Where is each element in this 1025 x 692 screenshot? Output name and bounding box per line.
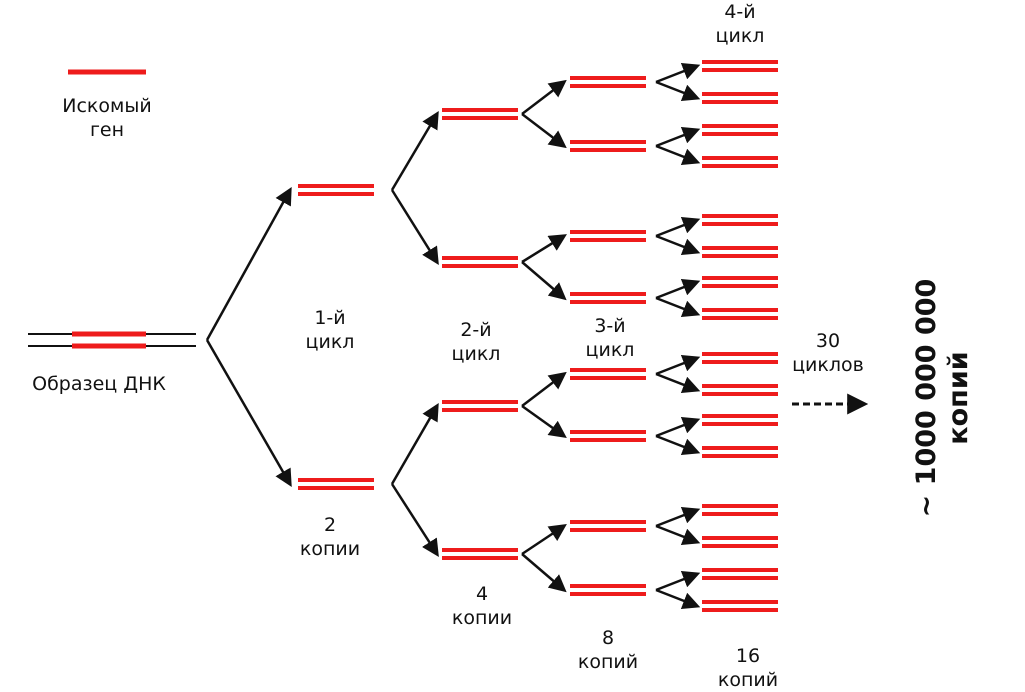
- cycle-3-arrow: [521, 261, 567, 301]
- extrapolation-label: 30 циклов: [792, 330, 864, 376]
- cycle-4-arrow: [655, 588, 701, 610]
- cycle-3-copy: [570, 230, 646, 242]
- cycle-3-arrow: [521, 79, 567, 115]
- cycle-4-copy: [702, 214, 778, 226]
- cycle-3-title: 3-й цикл: [585, 315, 635, 361]
- cycle-4-arrow: [655, 524, 701, 546]
- cycle-4-copy: [702, 352, 778, 364]
- total-copies-label: ~ 1000 000 000 копий: [911, 278, 974, 518]
- cycle-3-arrow: [521, 113, 567, 149]
- cycle-3-copy: [570, 584, 646, 596]
- sample-dna-label: Образец ДНК: [32, 373, 166, 395]
- legend-label: Искомый ген: [62, 95, 152, 141]
- cycle-4-copy: [702, 384, 778, 396]
- cycle-1-title: 1-й цикл: [305, 307, 355, 353]
- cycle-4-copy: [702, 504, 778, 516]
- cycle-3-copy: [570, 140, 646, 152]
- cycle-4-title: 4-й цикл: [715, 1, 765, 47]
- cycle-4-arrow: [655, 278, 701, 300]
- cycle-3-arrow: [521, 234, 567, 264]
- cycle-4-arrow: [655, 126, 701, 148]
- cycle-4-arrow: [655, 434, 701, 456]
- cycle-4-arrow: [655, 216, 701, 238]
- cycle-1-arrow: [205, 339, 292, 488]
- cycle-4-arrow: [655, 354, 701, 376]
- cycle-2-arrow: [390, 402, 439, 485]
- cycle-1-arrow: [205, 186, 292, 341]
- cycle-3-arrow: [521, 404, 567, 439]
- cycle-2-copies: 4 копии: [451, 583, 513, 629]
- cycle-4-copy: [702, 414, 778, 426]
- cycle-4-arrow: [655, 296, 701, 318]
- cycle-4-copy: [702, 308, 778, 320]
- cycle-3-copy: [570, 368, 646, 380]
- cycle-3-arrow: [521, 524, 567, 556]
- cycle-4-arrow: [655, 234, 701, 256]
- cycle-2-copy: [442, 108, 518, 120]
- cycle-4-copy: [702, 446, 778, 458]
- cycle-4-copy: [702, 92, 778, 104]
- cycle-4-arrow: [655, 416, 701, 438]
- cycle-1-copy: [298, 478, 374, 490]
- cycle-3-arrow: [521, 371, 567, 407]
- cycle-2-copy: [442, 256, 518, 268]
- cycle-4-arrow: [655, 372, 701, 394]
- cycle-4-copies: 16 копий: [717, 645, 779, 691]
- cycle-2-copy: [442, 548, 518, 560]
- cycle-4-copy: [702, 156, 778, 168]
- cycle-2-arrow: [390, 110, 439, 191]
- cycle-4-copy: [702, 600, 778, 612]
- cycle-4-copy: [702, 246, 778, 258]
- cycle-3-copies: 8 копий: [577, 627, 639, 673]
- cycle-3-copy: [570, 430, 646, 442]
- cycle-4-copy: [702, 536, 778, 548]
- cycle-2-arrow: [390, 189, 439, 265]
- cycle-4-arrow: [655, 506, 701, 528]
- cycle-4-arrow: [655, 80, 701, 102]
- cycle-4-copy: [702, 276, 778, 288]
- cycle-4-copy: [702, 60, 778, 72]
- cycle-3-copy: [570, 520, 646, 532]
- cycle-2-title: 2-й цикл: [451, 319, 501, 365]
- cycle-2-copy: [442, 400, 518, 412]
- cycle-2-arrow: [390, 483, 439, 557]
- cycle-1-copy: [298, 184, 374, 196]
- cycle-3-copy: [570, 76, 646, 88]
- cycle-3-arrow: [521, 553, 567, 593]
- cycle-4-arrow: [655, 570, 701, 592]
- cycle-3-copy: [570, 292, 646, 304]
- cycle-1-copies: 2 копии: [299, 514, 361, 560]
- cycle-4-arrow: [655, 144, 701, 166]
- cycle-4-copy: [702, 568, 778, 580]
- cycle-4-copy: [702, 124, 778, 136]
- cycle-4-arrow: [655, 62, 701, 84]
